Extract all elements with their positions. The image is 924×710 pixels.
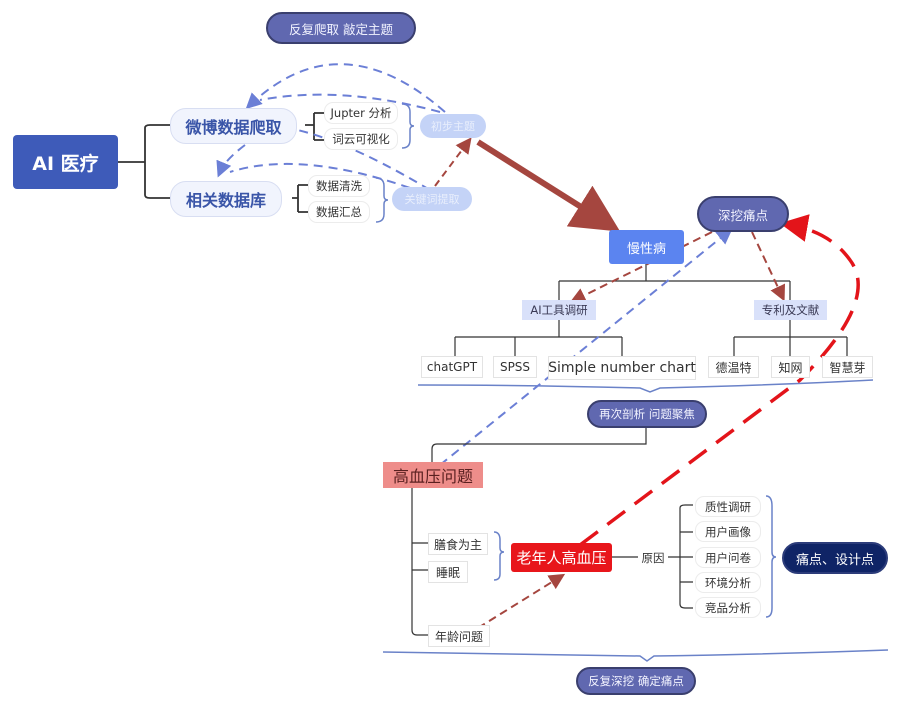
ht-sleep[interactable]: 睡眠 [428, 561, 468, 583]
blue-feedback-arrows [216, 63, 446, 191]
method-survey[interactable]: 用户问卷 [695, 547, 761, 568]
tool-simple-number-chart[interactable]: Simple number chart [548, 356, 696, 380]
node-ai-tools[interactable]: AI工具调研 [522, 300, 596, 320]
ht-diet[interactable]: 膳食为主 [428, 533, 488, 555]
node-initial-topic[interactable]: 初步主题 [420, 114, 486, 138]
method-persona[interactable]: 用户画像 [695, 521, 761, 542]
node-cause[interactable]: 原因 [638, 547, 668, 568]
node-patents[interactable]: 专利及文献 [754, 300, 827, 320]
leaf-summary[interactable]: 数据汇总 [308, 201, 370, 223]
topic-to-chronic-arrow [476, 139, 621, 232]
node-chronic[interactable]: 慢性病 [609, 230, 684, 264]
hypertension-tree [411, 488, 693, 636]
source-incopat[interactable]: 智慧芽 [822, 356, 873, 378]
tool-chatgpt[interactable]: chatGPT [421, 356, 483, 378]
node-hypertension[interactable]: 高血压问题 [383, 462, 483, 488]
hypertension-to-dig-arrow [439, 228, 733, 466]
mid-connector [431, 428, 647, 462]
source-derwent[interactable]: 德温特 [708, 356, 759, 378]
leaf-jupter[interactable]: Jupter 分析 [324, 102, 398, 124]
node-elderly-hypertension[interactable]: 老年人高血压 [511, 543, 612, 572]
methods-brace [765, 495, 777, 618]
keywords-to-topic-arrow [434, 137, 472, 187]
branch-weibo[interactable]: 微博数据爬取 [170, 108, 297, 144]
upper-braces [375, 103, 415, 223]
ht-age[interactable]: 年龄问题 [428, 625, 490, 647]
age-to-elderly-arrow [477, 573, 566, 629]
mid-loop-pill[interactable]: 再次剖析 问题聚焦 [587, 400, 707, 428]
tool-spss[interactable]: SPSS [493, 356, 537, 378]
method-competitor[interactable]: 竞品分析 [695, 597, 761, 618]
method-environment[interactable]: 环境分析 [695, 572, 761, 593]
node-dig-pain[interactable]: 深挖痛点 [697, 196, 789, 232]
tree-lines [118, 112, 324, 213]
tools-brace [417, 379, 874, 393]
dig-to-patents-arrow [751, 231, 785, 302]
node-keyword-extract[interactable]: 关键词提取 [392, 187, 472, 211]
top-loop-pill[interactable]: 反复爬取 敲定主题 [266, 12, 416, 44]
bottom-brace [382, 649, 889, 662]
leaf-wordcloud[interactable]: 词云可视化 [324, 128, 398, 150]
diet-brace [493, 531, 505, 581]
source-cnki[interactable]: 知网 [771, 356, 810, 378]
node-pain-design-points[interactable]: 痛点、设计点 [782, 542, 888, 574]
method-qualitative[interactable]: 质性调研 [695, 496, 761, 517]
bottom-loop-pill[interactable]: 反复深挖 确定痛点 [576, 667, 696, 695]
leaf-cleaning[interactable]: 数据清洗 [308, 175, 370, 197]
chronic-tree [454, 264, 848, 356]
elderly-to-dig-arrow [578, 214, 860, 547]
branch-database[interactable]: 相关数据库 [170, 181, 282, 217]
root-node[interactable]: AI 医疗 [13, 135, 118, 189]
